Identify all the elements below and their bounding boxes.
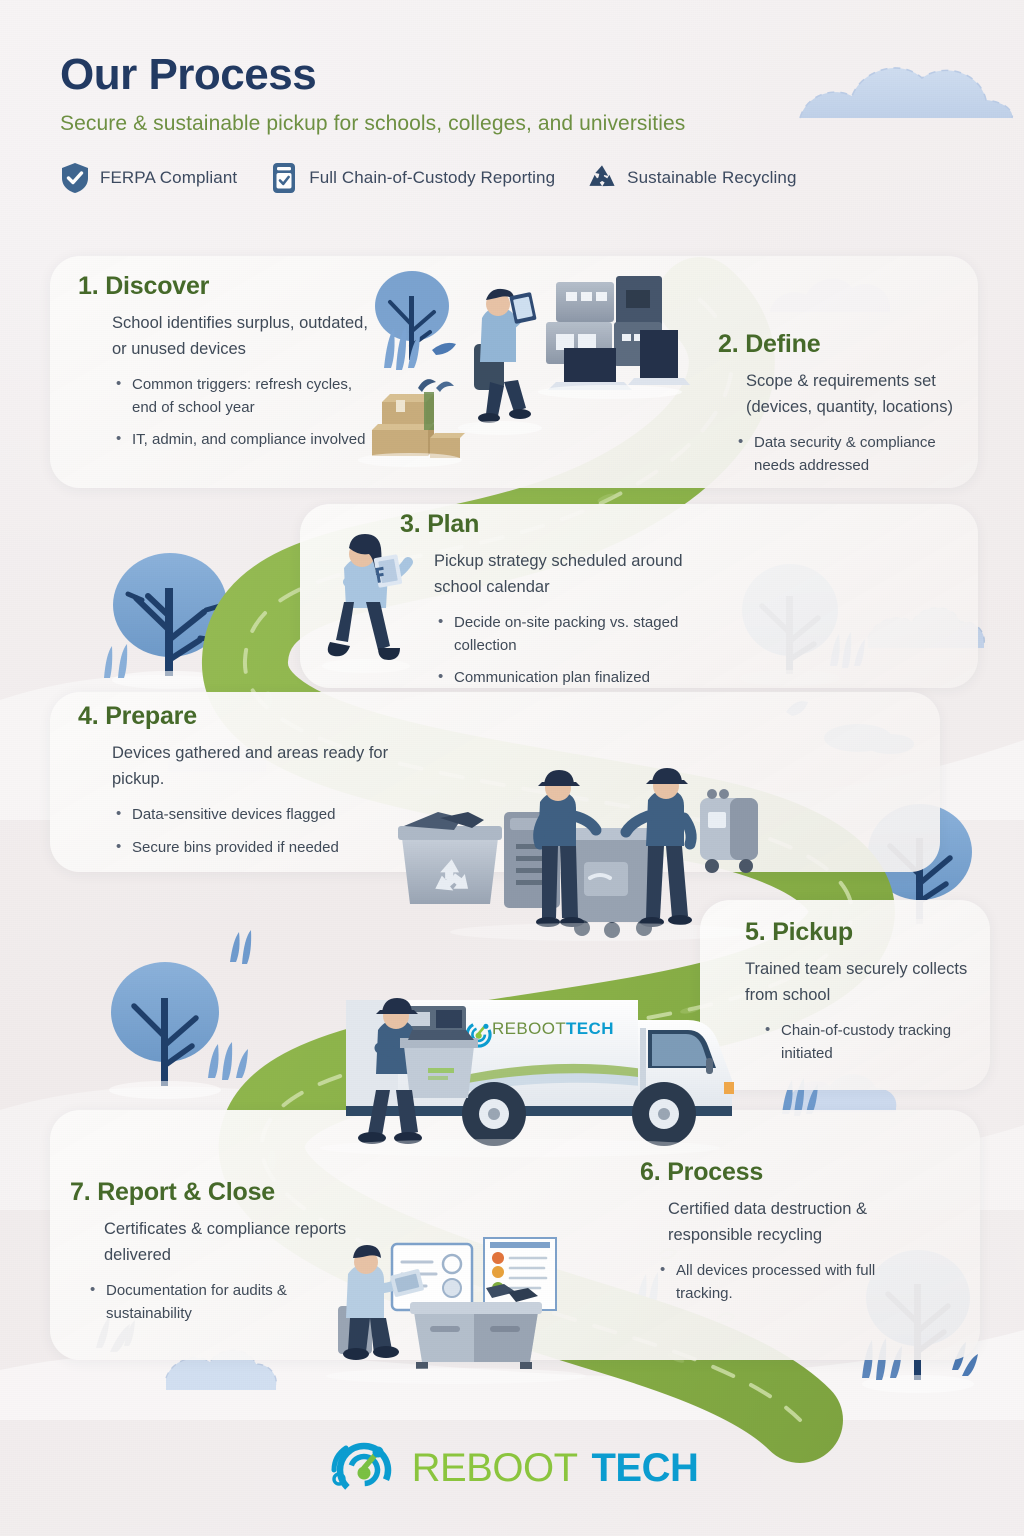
step-lead: Scope & requirements set (devices, quant…: [746, 372, 953, 416]
step-bullet: All devices processed with full tracking…: [658, 1259, 930, 1305]
step-bullet-list: All devices processed with full tracking…: [658, 1259, 930, 1305]
recycle-icon: [435, 859, 469, 891]
step-bullet: Data-sensitive devices flagged: [114, 803, 398, 827]
grass-icon: [104, 644, 128, 678]
step-bullet: Common triggers: refresh cycles, end of …: [114, 373, 368, 419]
page-title: Our Process: [60, 50, 317, 99]
step-bullet: Secure bins provided if needed: [114, 836, 398, 860]
reboot-tech-logo-icon: [331, 1442, 391, 1498]
step-lead: Trained team securely collects from scho…: [745, 960, 968, 1004]
page-subtitle: Secure & sustainable pickup for schools,…: [60, 112, 686, 136]
step-lead: Pickup strategy scheduled around school …: [434, 552, 683, 596]
step-lead: Certificates & compliance reports delive…: [104, 1220, 347, 1264]
truck-logo-reboot: REBOOT: [492, 1019, 566, 1038]
footer-logo-tech: TECH: [591, 1445, 699, 1490]
step-title: 7. Report & Close: [70, 1178, 275, 1206]
badge-label: FERPA Compliant: [100, 168, 238, 188]
step-bullet-list: Data security & compliance needs address…: [736, 431, 978, 477]
step-bullet: Chain-of-custody tracking initiated: [763, 1019, 980, 1065]
step-lead: School identifies surplus, outdated, or …: [112, 314, 368, 358]
step-title: 3. Plan: [400, 510, 480, 538]
step-discover: 1. Discover School identifies surplus, o…: [78, 272, 368, 462]
grass-icon: [230, 930, 252, 964]
step-bullet: Communication plan finalized: [436, 666, 700, 690]
step-bullet: Decide on-site packing vs. staged collec…: [436, 611, 700, 657]
step-define: 2. Define Scope & requirements set (devi…: [718, 330, 978, 487]
step-lead: Certified data destruction & responsible…: [668, 1200, 868, 1244]
step-plan: 3. Plan Pickup strategy scheduled around…: [400, 510, 700, 700]
step-prepare: 4. Prepare Devices gathered and areas re…: [78, 702, 398, 869]
shield-check-icon: [62, 163, 88, 194]
step-bullet: Data security & compliance needs address…: [736, 431, 978, 477]
step-bullet-list: Decide on-site packing vs. staged collec…: [436, 611, 700, 690]
step-bullet: Documentation for audits & sustainabilit…: [88, 1279, 370, 1325]
footer-logo: REBOOT TECH: [0, 1432, 1024, 1504]
illustration-discover: [358, 271, 690, 467]
badge-chain-of-custody: Full Chain-of-Custody Reporting: [269, 162, 555, 194]
step-process: 6. Process Certified data destruction & …: [640, 1158, 930, 1315]
step-bullet: IT, admin, and compliance involved: [114, 428, 368, 452]
step-title: 1. Discover: [78, 272, 210, 300]
footer-logo-reboot: REBOOT: [411, 1445, 578, 1490]
step-card-plan: [300, 504, 978, 688]
badge-ferpa-compliant: FERPA Compliant: [60, 162, 237, 194]
grass-icon: [208, 1042, 248, 1080]
step-title: 5. Pickup: [745, 918, 853, 946]
truck-logo-tech: TECH: [566, 1019, 614, 1038]
cloud-header-icon: [799, 67, 1014, 119]
badge-label: Sustainable Recycling: [627, 168, 797, 188]
step-report-close: 7. Report & Close Certificates & complia…: [70, 1178, 370, 1335]
step-bullet-list: Data-sensitive devices flagged Secure bi…: [114, 803, 398, 860]
step-lead: Devices gathered and areas ready for pic…: [112, 744, 389, 788]
illustration-prepare: [398, 768, 758, 941]
illustration-plan: [322, 534, 413, 673]
illustration-report-close: [326, 1237, 586, 1384]
badge-label: Full Chain-of-Custody Reporting: [309, 168, 556, 188]
step-title: 4. Prepare: [78, 702, 197, 730]
header: Our Process Secure & sustainable pickup …: [60, 50, 960, 194]
step-title: 2. Define: [718, 330, 821, 358]
badge-sustainable-recycling: Sustainable Recycling: [587, 162, 796, 194]
step-bullet-list: Chain-of-custody tracking initiated: [763, 1019, 980, 1065]
step-bullet-list: Documentation for audits & sustainabilit…: [88, 1279, 370, 1325]
step-pickup: 5. Pickup Trained team securely collects…: [745, 918, 980, 1075]
step-title: 6. Process: [640, 1158, 764, 1186]
badge-row: FERPA Compliant Full Chain-of-Custody Re…: [60, 162, 960, 194]
illustration-pickup-truck: REBOOT TECH: [320, 998, 734, 1157]
tree-icon: [109, 962, 248, 1099]
clipboard-check-icon: [273, 163, 296, 194]
step-bullet-list: Common triggers: refresh cycles, end of …: [114, 373, 368, 452]
recycle-icon: [589, 165, 615, 187]
